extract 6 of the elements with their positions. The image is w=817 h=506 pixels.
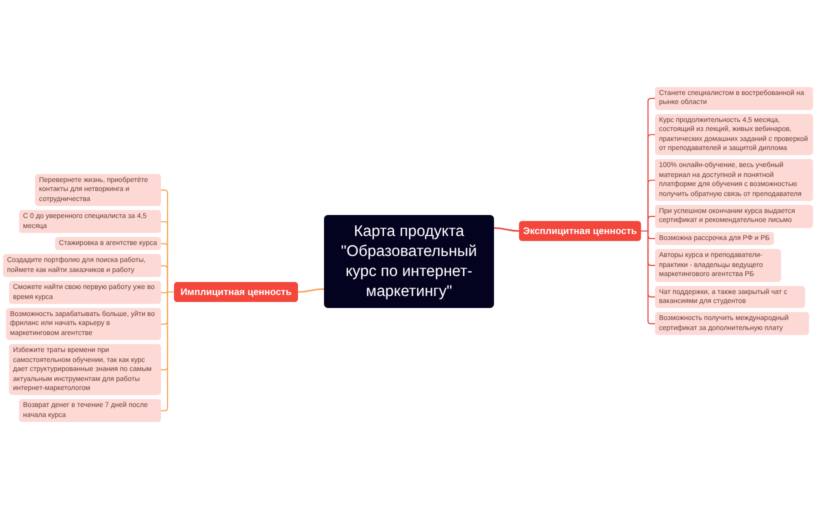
central-topic: Карта продукта "Образовательный курс по интернет-маркетингу" [324, 215, 494, 308]
connector-line [494, 227, 520, 232]
connector-line [161, 291, 174, 412]
branch-topic: Имплицитная ценность [174, 282, 298, 302]
connector-line [298, 288, 324, 293]
branch-topic: Эксплицитная ценность [519, 221, 641, 241]
